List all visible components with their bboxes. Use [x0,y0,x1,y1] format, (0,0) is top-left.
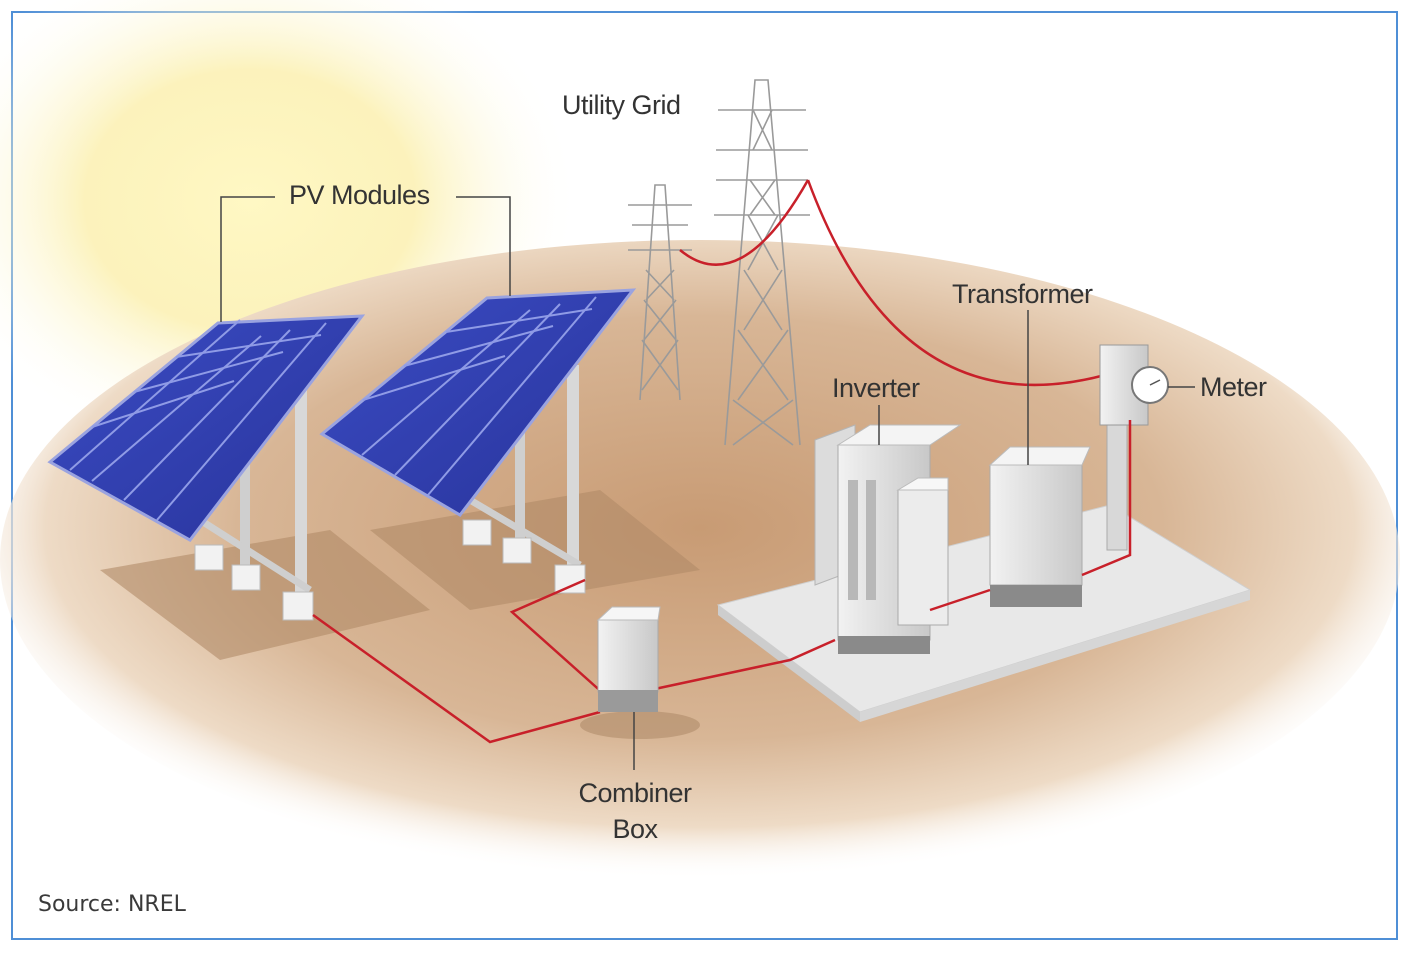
grid-wire [679,179,810,266]
grid-wire [806,179,1106,387]
solar-panel-icon [319,288,637,594]
dc-ac-wiring [312,420,1132,744]
combiner-box-label-line2: Box [612,814,658,845]
inverter-icon [814,424,962,654]
transformer-icon [988,446,1091,607]
transformer-label: Transformer [952,279,1093,309]
panel-shadow-2 [370,490,700,610]
combiner-box-label-line1: Combiner [578,778,692,808]
panel-shadow-1 [100,530,430,660]
ground [0,240,1400,880]
inverter-label: Inverter [832,373,920,403]
pv-modules-label: PV Modules [289,180,430,210]
pv-modules-callout [220,196,511,322]
source-caption: Source: NREL [38,892,186,917]
solar-panel-icon [47,314,366,621]
combiner-box-label: Combiner Box [560,775,710,848]
meter-label: Meter [1200,372,1267,402]
combiner-box-icon [580,606,700,739]
meter-icon [1099,344,1169,551]
utility-grid-label: Utility Grid [562,90,681,120]
